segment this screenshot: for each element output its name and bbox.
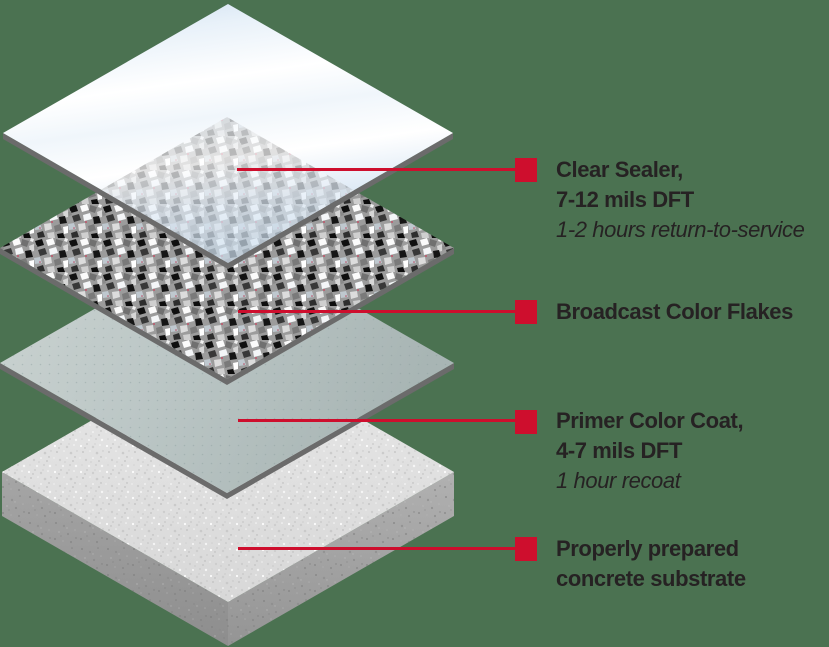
label-primer-color-coat: Primer Color Coat, 4-7 mils DFT 1 hour r… xyxy=(556,406,744,496)
label-line: Primer Color Coat, xyxy=(556,408,744,433)
label-line: 4-7 mils DFT xyxy=(556,438,683,463)
label-line: concrete substrate xyxy=(556,566,746,591)
label-line: Broadcast Color Flakes xyxy=(556,299,793,324)
concrete-left-face-texture xyxy=(2,472,228,646)
legend-marker-primer xyxy=(515,410,537,434)
clear-sealer-layer xyxy=(3,4,453,269)
flakes-seen-through-sealer xyxy=(3,117,453,263)
concrete-right-face-texture xyxy=(228,472,454,646)
leader-line-sealer xyxy=(237,168,515,171)
leader-line-concrete xyxy=(238,547,515,550)
legend-marker-concrete xyxy=(515,537,537,561)
label-line: Properly prepared xyxy=(556,536,739,561)
label-line: 7-12 mils DFT xyxy=(556,187,694,212)
leader-lines xyxy=(237,158,537,561)
label-note: 1-2 hours return-to-service xyxy=(556,217,805,242)
label-line: Clear Sealer, xyxy=(556,157,683,182)
leader-line-flakes xyxy=(238,310,515,313)
label-broadcast-color-flakes: Broadcast Color Flakes xyxy=(556,297,793,327)
label-clear-sealer: Clear Sealer, 7-12 mils DFT 1-2 hours re… xyxy=(556,155,805,245)
leader-line-primer xyxy=(238,419,515,422)
label-concrete-substrate: Properly prepared concrete substrate xyxy=(556,534,746,594)
legend-marker-sealer xyxy=(515,158,537,182)
legend-marker-flakes xyxy=(515,300,537,324)
label-note: 1 hour recoat xyxy=(556,468,681,493)
